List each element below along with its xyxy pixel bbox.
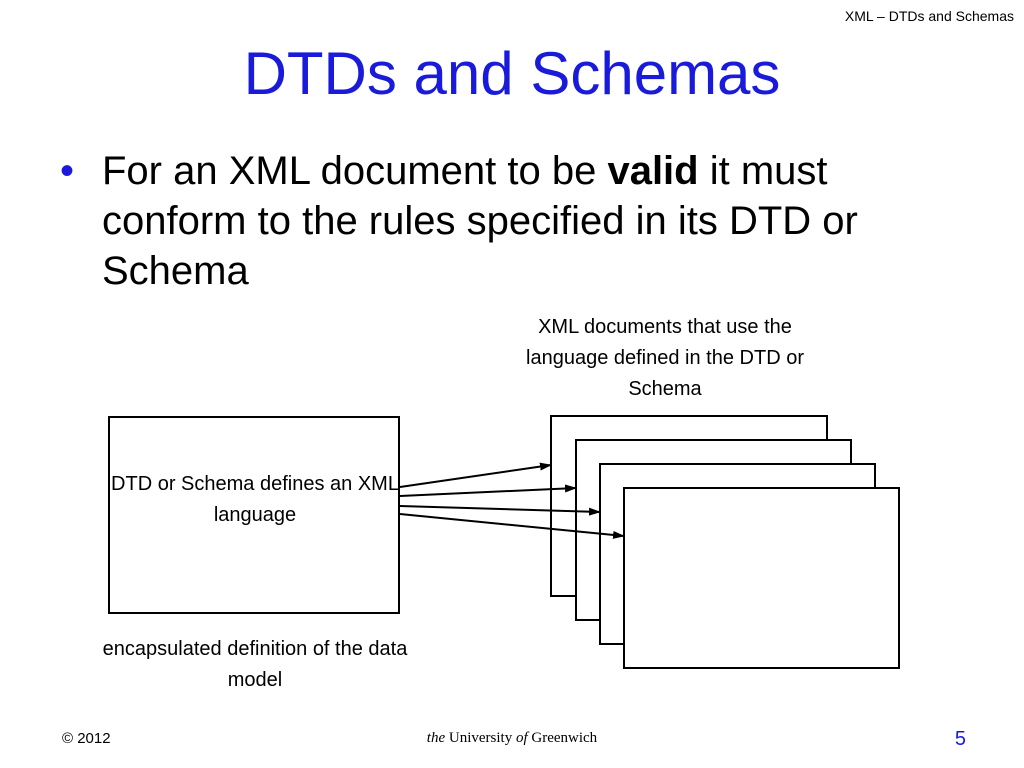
schema-box <box>108 416 400 614</box>
documents-caption: XML documents that use the language defi… <box>526 316 804 400</box>
bullet-point: • For an XML document to be valid it mus… <box>60 146 980 296</box>
document-page-4 <box>623 487 900 669</box>
footer-copyright: © 2012 <box>62 730 111 747</box>
bullet-text-before: For an XML document to be <box>102 149 608 193</box>
data-model-caption: encapsulated definition of the data mode… <box>102 638 408 691</box>
arrow-to-page-3 <box>399 505 601 516</box>
bullet-emphasis: valid <box>607 149 699 193</box>
arrow-to-page-2 <box>399 484 577 497</box>
schema-box-text: DTD or Schema defines an XML language <box>111 473 399 526</box>
footer-university-name: Greenwich <box>531 730 598 746</box>
header-label: XML – DTDs and Schemas <box>844 8 1014 24</box>
arrow-to-page-1 <box>399 462 552 488</box>
slide-title: DTDs and Schemas <box>243 40 781 107</box>
page-number: 5 <box>954 728 966 750</box>
bullet-dot-icon: • <box>60 149 75 193</box>
bullet-text: For an XML document to be valid it must … <box>102 146 980 296</box>
bullet-text-after: it must conform to the rules specified i… <box>102 149 858 293</box>
arrow-to-page-4 <box>399 513 625 539</box>
footer-university: the University of Greenwich <box>0 730 1024 747</box>
footer-university-main: University <box>448 730 513 746</box>
footer-university-the: the <box>426 730 446 746</box>
footer-university-of: of <box>515 730 528 746</box>
